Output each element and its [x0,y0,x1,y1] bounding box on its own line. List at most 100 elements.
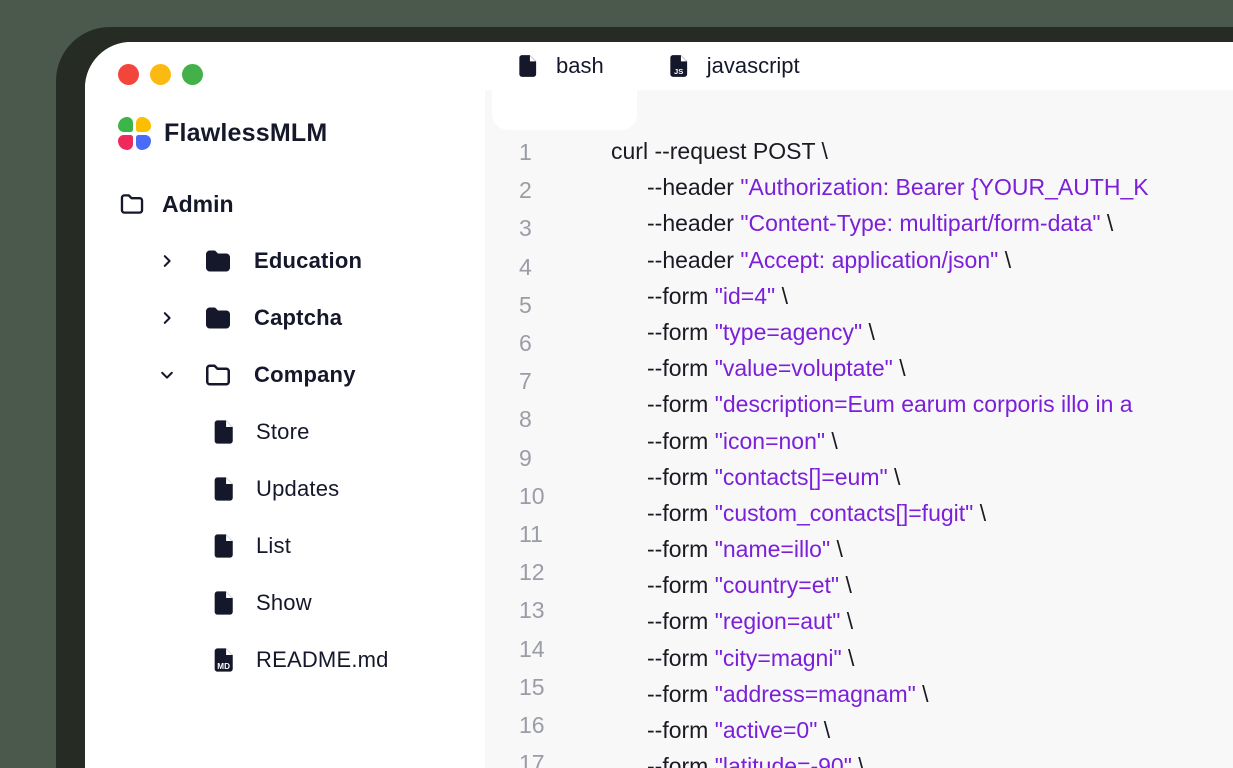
sidebar-file-readme-md[interactable]: MD README.md [118,631,485,688]
file-icon [210,418,238,446]
markdown-file-icon: MD [210,646,238,674]
sidebar-folder-captcha[interactable]: Captcha [118,289,485,346]
code-string-token: "Authorization: Bearer {YOUR_AUTH_K [740,174,1149,201]
line-number: 17 [519,750,545,768]
sidebar-item-label: Company [254,361,356,387]
code-plain-token: \ [998,246,1012,273]
code-line: --form "contacts[]=eum" \ [611,459,1233,495]
code-line: --form "value=voluptate" \ [611,350,1233,386]
code-line: --form "active=0" \ [611,712,1233,748]
app-window: FlawlessMLM Admin Education Captcha Comp… [85,42,1233,768]
chevron-right-icon[interactable] [158,309,176,327]
chevron-down-icon[interactable] [158,366,176,384]
code-plain-token: \ [892,355,906,382]
js-file-icon: JS [666,53,692,79]
code-line: --form "icon=non" \ [611,423,1233,459]
line-number: 13 [519,597,545,624]
file-icon [210,589,238,617]
code-string-token: "custom_contacts[]=fugit" [714,499,974,526]
code-plain-token: --form [647,355,715,382]
sidebar-item-label: README.md [256,646,389,672]
line-number: 16 [519,712,545,739]
line-number: 5 [519,291,532,318]
folder-icon [203,303,233,333]
tab-label: bash [556,53,604,78]
code-line: --header "Accept: application/json" \ [611,242,1233,278]
file-icon [515,53,541,79]
sidebar-item-label: Captcha [254,304,343,330]
code-string-token: "country=et" [714,572,840,599]
code-line: --form "description=Eum earum corporis i… [611,386,1233,422]
sidebar-item-admin[interactable]: Admin [118,190,485,218]
code-plain-token: --form [647,717,715,743]
code-plain-token: --form [647,499,715,526]
code-plain-token: \ [825,427,838,454]
code-plain-token: --form [647,427,715,454]
sidebar-file-list[interactable]: List [118,517,485,574]
line-number: 10 [519,482,545,509]
line-number: 8 [519,406,532,433]
chevron-right-icon[interactable] [158,252,176,270]
code-string-token: "latitude=-90" [714,753,852,768]
logo: FlawlessMLM [118,117,485,150]
line-number: 4 [519,253,532,280]
sidebar-folder-education[interactable]: Education [118,232,485,289]
code-plain-token: --header [647,246,741,273]
logo-petal [136,117,151,132]
code-string-token: "name=illo" [714,536,831,563]
code-string-token: "icon=non" [714,427,826,454]
sidebar-folder-company[interactable]: Company [118,346,485,403]
code-line: curl --request POST \ [611,133,1233,169]
folder-outline-icon [118,190,146,218]
code-plain-token: --form [647,572,715,599]
code-plain-token: --form [647,753,715,768]
line-number: 9 [519,444,532,471]
code-line: --form "custom_contacts[]=fugit" \ [611,495,1233,531]
line-number: 2 [519,177,532,204]
line-number: 3 [519,215,532,242]
svg-text:MD: MD [217,661,230,670]
close-button[interactable] [118,64,139,85]
zoom-button[interactable] [182,64,203,85]
line-number: 12 [519,559,545,586]
code-string-token: "region=aut" [714,608,841,635]
code-column: curl --request POST \ --header "Authoriza… [611,133,1233,768]
sidebar: FlawlessMLM Admin Education Captcha Comp… [85,42,485,768]
code-line: --form "name=illo" \ [611,531,1233,567]
tab-bar: bash JS javascript [485,42,1233,130]
code-line: --form "region=aut" \ [611,603,1233,639]
code-plain-token: \ [915,680,929,707]
tab-bash[interactable]: bash [492,42,637,130]
code-string-token: "address=magnam" [714,680,916,707]
code-plain-token: \ [887,463,901,490]
code-sample: 123456789101112131415161718 curl --reque… [485,90,1233,768]
folder-icon [203,246,233,276]
sidebar-file-show[interactable]: Show [118,574,485,631]
code-string-token: "value=voluptate" [714,355,893,382]
tab-javascript[interactable]: JS javascript [650,42,816,90]
sidebar-file-store[interactable]: Store [118,403,485,460]
file-icon [210,475,238,503]
code-plain-token: --form [647,463,715,490]
code-plain-token: --form [647,680,715,707]
code-plain-token: --form [647,536,715,563]
code-plain-token: --form [647,608,715,635]
code-line: --form "type=agency" \ [611,314,1233,350]
minimize-button[interactable] [150,64,171,85]
code-plain-token: --header [647,210,741,237]
code-string-token: "city=magni" [714,644,842,671]
sidebar-file-updates[interactable]: Updates [118,460,485,517]
logo-icon [118,117,151,150]
line-number: 14 [519,635,545,662]
code-plain-token: \ [817,717,831,743]
code-line: --form "country=et" \ [611,567,1233,603]
code-plain-token: --form [647,391,715,418]
logo-text: FlawlessMLM [164,119,328,147]
code-plain-token: --header [647,174,741,201]
code-line: --form "city=magni" \ [611,640,1233,676]
code-plain-token: \ [1100,210,1114,237]
line-number-column: 123456789101112131415161718 [519,133,611,768]
logo-petal [136,135,151,150]
